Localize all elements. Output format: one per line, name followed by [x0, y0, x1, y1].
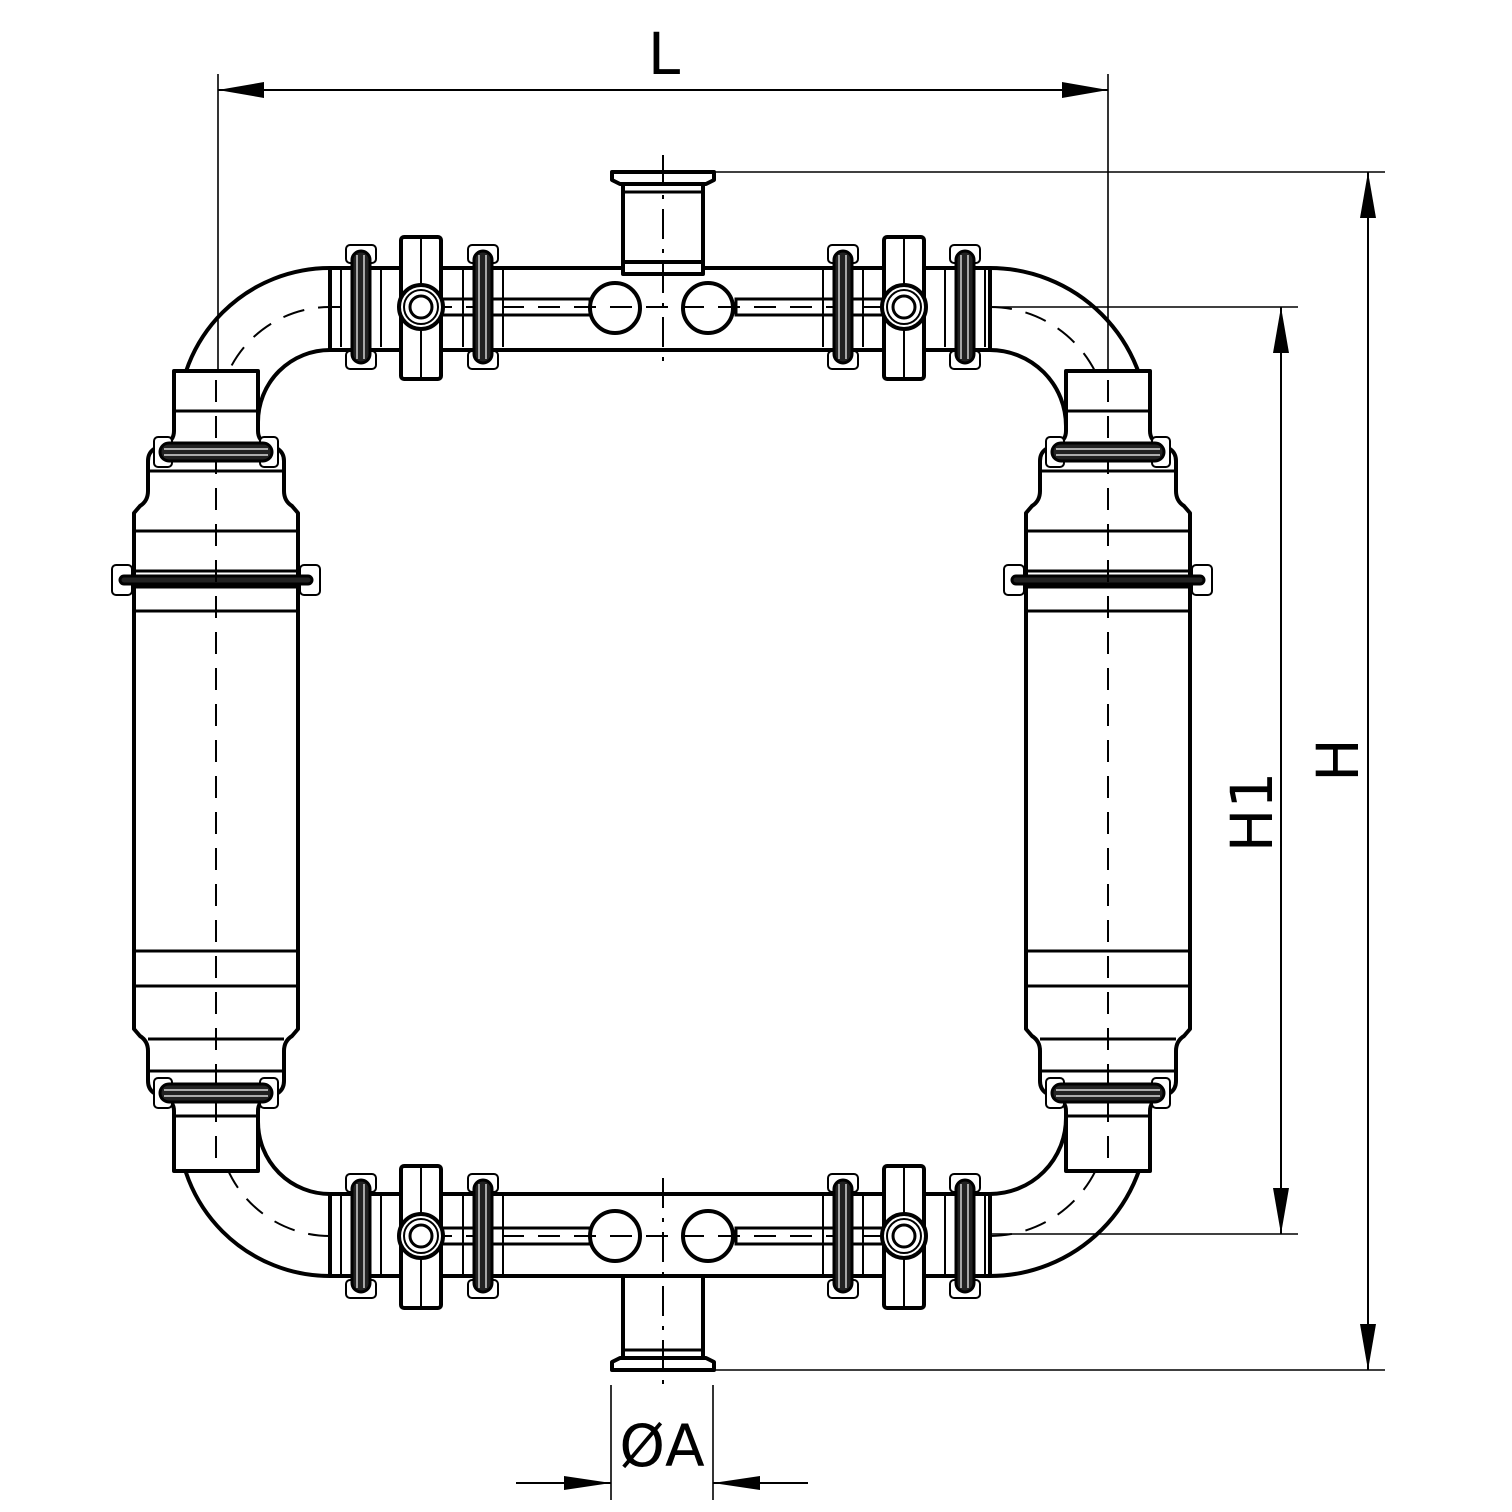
clamp-right-upper: [1044, 435, 1172, 469]
right-vessel: [1002, 369, 1214, 1173]
valve-bottom-left: [397, 1164, 445, 1310]
clamp-left-upper: [152, 435, 280, 469]
valve-top-right: [880, 235, 928, 381]
dimension-label-A: ØA: [619, 1412, 705, 1480]
dimension-H1: H1: [905, 306, 1298, 1235]
dimension-label-L: L: [648, 20, 680, 88]
dimension-diameter-A: ØA: [516, 1385, 808, 1500]
clamp-left-lower: [152, 1076, 280, 1110]
left-vessel: [110, 369, 322, 1173]
valve-top-left: [397, 235, 445, 381]
clamp-right-lower: [1044, 1076, 1172, 1110]
dimension-L: L: [217, 20, 1109, 430]
valve-bottom-right: [880, 1164, 928, 1310]
dimension-H: H: [680, 171, 1385, 1371]
dimension-label-H1: H1: [1218, 772, 1286, 853]
dimension-label-H: H: [1304, 738, 1372, 782]
